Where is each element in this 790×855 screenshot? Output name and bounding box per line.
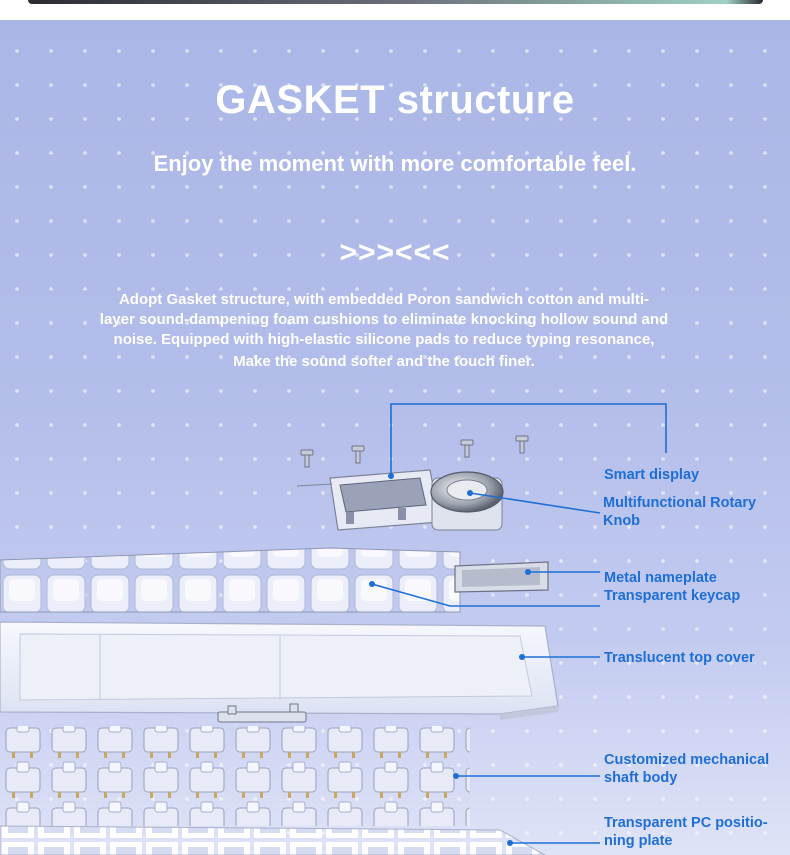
description-line: layer sound-dampening foam cushions to e… [99,311,669,328]
label-transparent-keycap: Transparent keycap [604,588,741,604]
label-rotary-knob: Multifunctional Rotary Knob [603,494,756,530]
label-line: Customized mechanical [604,752,770,768]
description-line: Make the sound softer and the touch fine… [233,353,535,370]
label-line: shaft body [604,770,678,786]
subtitle: Enjoy the moment with more comfortable f… [153,151,637,176]
label-shaft-body: Customized mechanical shaft body [604,751,769,787]
label-smart-display: Smart display [604,467,700,483]
callout-dots [369,473,531,846]
keyboard-edge-strip [28,0,763,4]
description-line: Adopt Gasket structure, with embedded Po… [118,291,650,308]
callout-lines [371,403,667,844]
description-line: noise. Equipped with high-elastic silico… [113,331,655,348]
label-metal-nameplate: Metal nameplate [604,570,717,586]
label-top-cover: Translucent top cover [604,650,755,666]
label-pc-plate: Transparent PC positio- ning plate [604,814,768,850]
top-cover [0,621,559,720]
chevrons-divider-icon: >>><<< [339,236,451,269]
screw-icons [300,435,529,468]
label-line: Multifunctional Rotary [603,495,757,511]
label-line: ning plate [604,833,673,849]
keycap-layer [0,547,549,613]
description: Adopt Gasket structure, with embedded Po… [70,290,698,372]
smart-display-module [296,469,441,531]
top-strip [0,0,790,20]
label-line: Transparent PC positio- [604,815,768,831]
rotary-knob [430,471,504,531]
switch-layer [0,726,470,826]
pc-plate [0,825,547,855]
stabilizer-parts [217,703,307,723]
label-line: Knob [603,513,641,529]
page-title: GASKET structure [215,78,575,122]
